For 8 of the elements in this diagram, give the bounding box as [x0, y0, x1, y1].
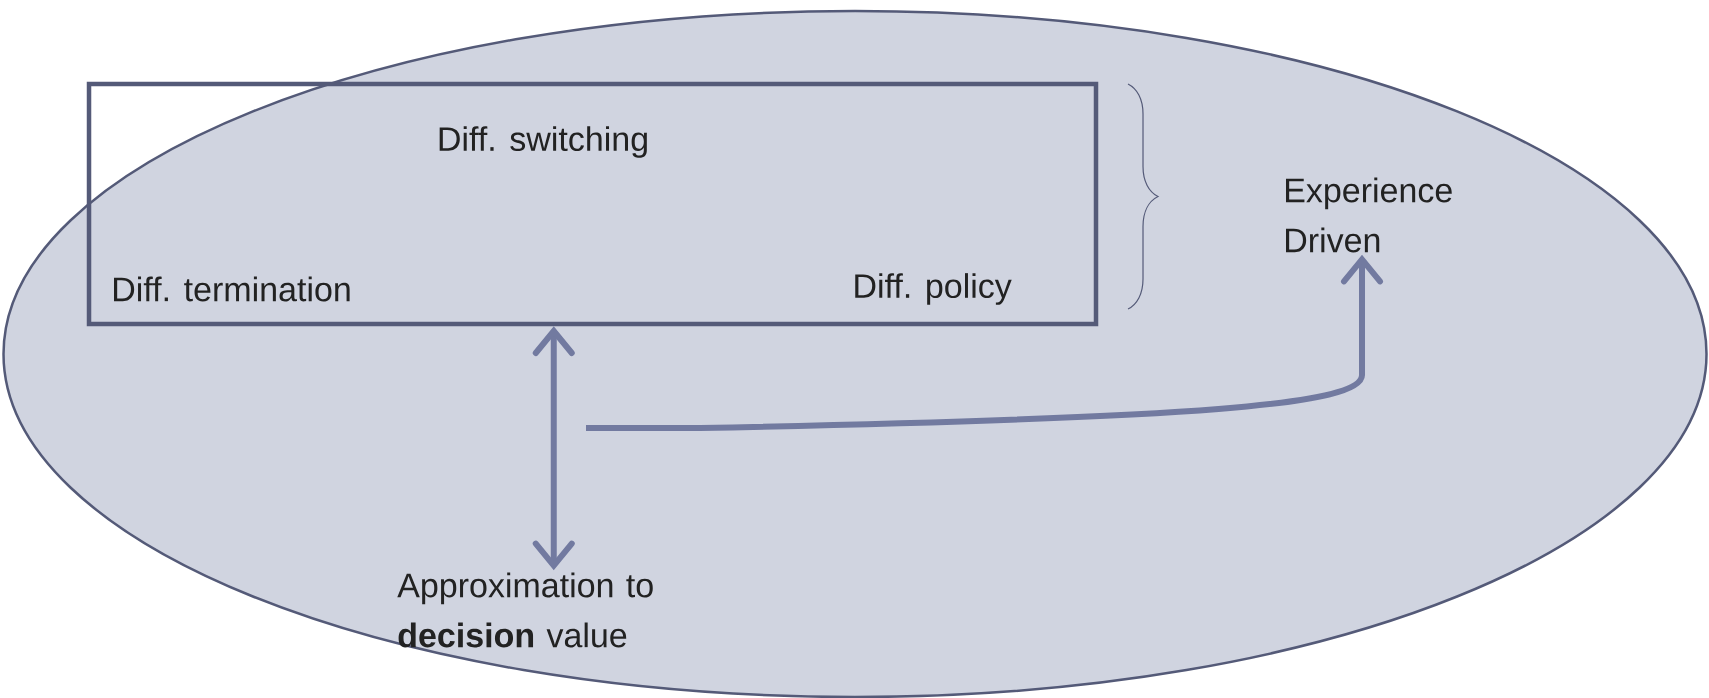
arrow [586, 254, 1383, 431]
box-text: Diff. termination [114, 276, 350, 302]
ellipse-shape [2, 9, 1708, 698]
box-text: Diff. policy [855, 273, 1012, 305]
arrow [532, 326, 575, 571]
text-label: Approximation to decision value [397, 572, 653, 648]
text-label: Experience Driven [1286, 177, 1452, 253]
box-text: Diff. switching [439, 126, 647, 158]
